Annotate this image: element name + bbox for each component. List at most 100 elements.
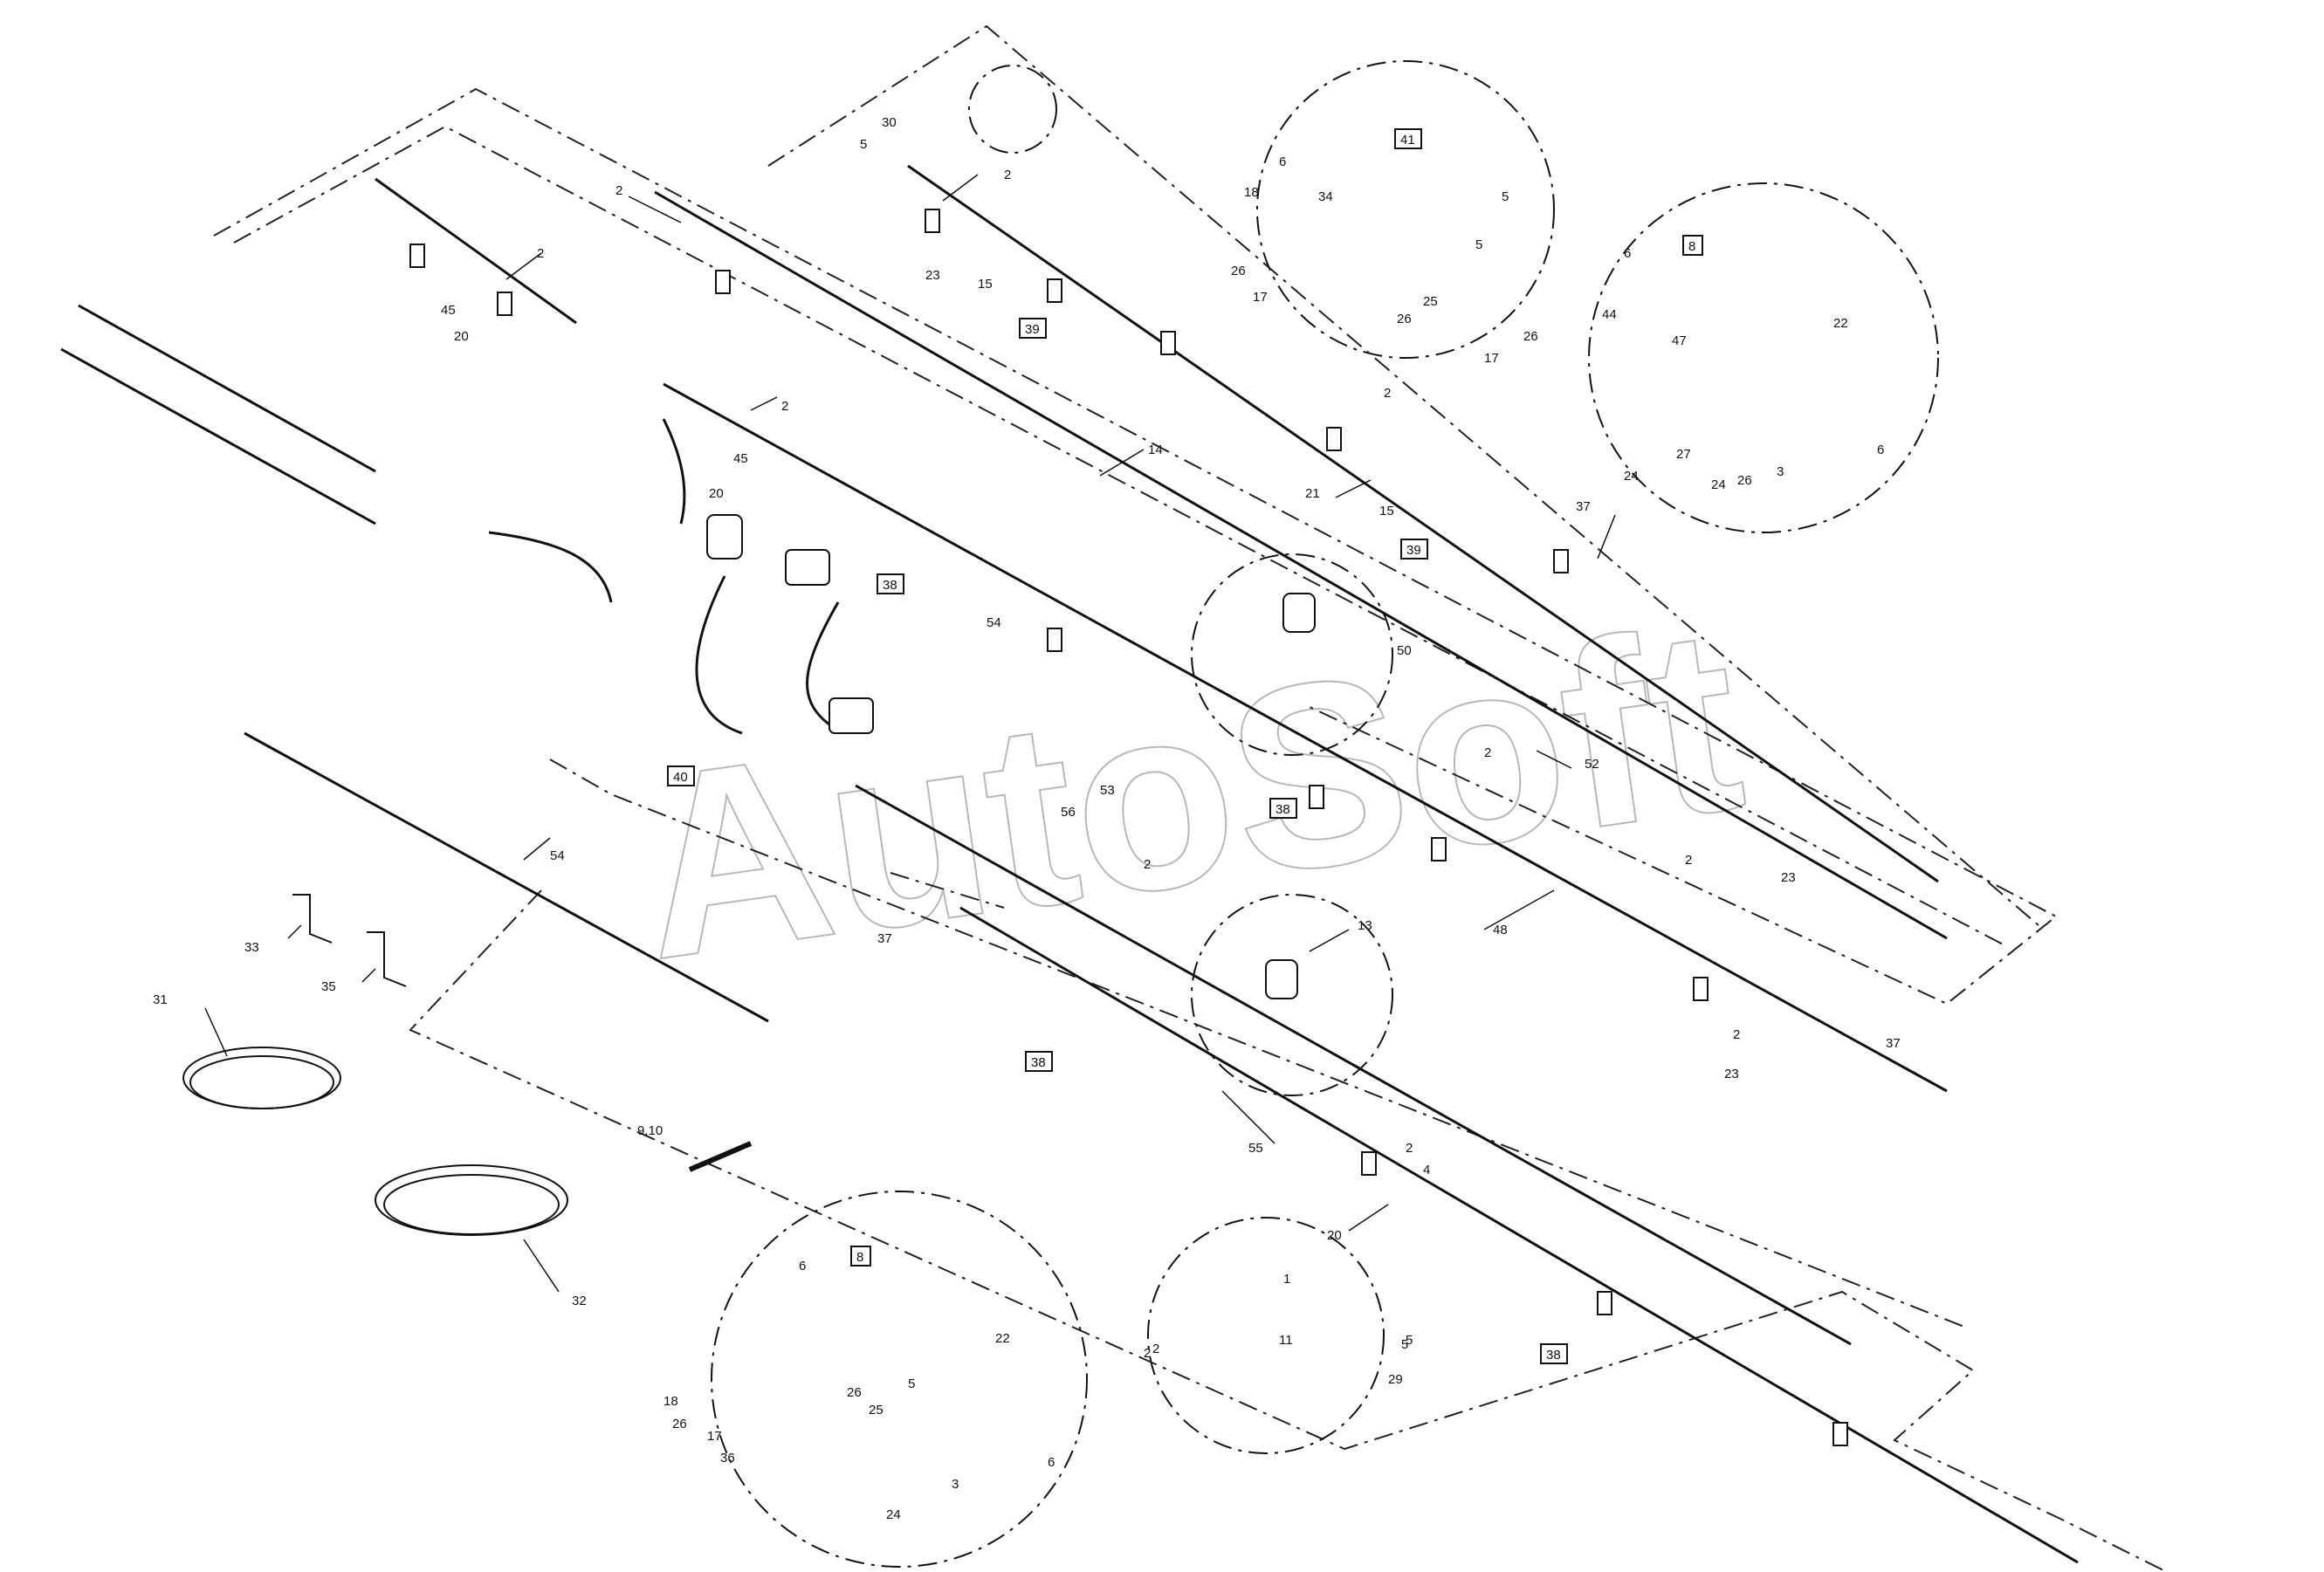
label-13: 13 [1358,918,1372,933]
label-17: 17 [707,1429,722,1444]
nozzle-body [1309,785,1324,809]
label-3: 3 [1777,464,1784,479]
pipe-row-4 [855,784,1852,1346]
nozzle-body [1160,331,1176,355]
label-53: 53 [1100,783,1115,798]
label-47: 47 [1672,333,1687,348]
label-24: 24 [1711,477,1726,492]
label-37: 37 [1886,1036,1901,1051]
label-52: 52 [1585,757,1599,772]
label-55: 55 [1248,1141,1263,1156]
boundary-outline-lower [409,889,2166,1572]
svg-text:39: 39 [1025,322,1040,337]
label-6: 6 [1877,443,1884,457]
svg-text:39: 39 [1406,543,1421,558]
boxed-label-8: 8 [850,1246,871,1267]
detail-circles [711,60,1939,1568]
pipe-left-b [60,347,376,525]
label-6: 6 [1048,1455,1055,1470]
label-2: 2 [1384,386,1391,401]
bracket-35 [367,931,407,987]
boxed-label-40: 40 [667,765,695,786]
pipe-loose-54 [244,731,769,1023]
label-3: 3 [952,1477,959,1492]
boxed-labels: 41 8 39 39 38 40 38 38 [667,128,1703,1364]
detail-circle-2 [1588,182,1939,533]
part-labels: 2 2 2 2 2 2 2 2 2 2 2 5 5 5 5 5 30 23 15… [153,115,1901,1522]
label-2: 2 [537,246,544,261]
label-23: 23 [1724,1067,1739,1081]
svg-text:38: 38 [1031,1055,1046,1070]
label-45: 45 [441,303,456,318]
label-35: 35 [321,979,336,994]
hose-c [806,601,840,726]
detail-circle-3 [711,1191,1088,1568]
detail-circle-4 [1147,1217,1385,1454]
valve-body [785,549,830,586]
label-37: 37 [877,931,892,946]
label-36: 36 [720,1451,735,1466]
nozzle-clusters [409,209,1848,1446]
spring-9-10 [688,1141,753,1172]
boom-pipes [60,164,2079,1564]
coil-31-inner [189,1055,334,1109]
svg-text:38: 38 [1275,802,1290,817]
nozzle-body [1597,1291,1612,1315]
nozzle-body [1361,1151,1377,1176]
label-5: 5 [1406,1333,1413,1348]
label-25: 25 [1423,294,1438,309]
boundary-outline-top [767,24,2039,926]
boundary-outlines [213,24,2166,1572]
label-2: 2 [1685,853,1692,868]
detail-circle-1 [1256,60,1555,359]
svg-text:40: 40 [673,770,688,785]
nozzle-body [925,209,940,233]
nozzle-body [497,292,512,316]
boxed-label-38: 38 [877,573,904,594]
label-2: 2 [1144,1346,1151,1361]
label-22: 22 [995,1331,1010,1346]
label-50: 50 [1397,643,1412,658]
label-32: 32 [572,1294,587,1308]
label-27: 27 [1676,447,1691,462]
label-2: 2 [1004,168,1011,182]
label-26: 26 [1397,312,1412,326]
valve-assemblies [706,514,1316,999]
nozzle-body [1326,427,1342,451]
label-24: 24 [1624,469,1639,484]
label-18: 18 [664,1394,678,1409]
label-45: 45 [733,451,748,466]
label-37: 37 [1576,499,1591,514]
svg-text:41: 41 [1400,133,1415,148]
label-5: 5 [1475,237,1482,252]
pipe-row-1 [654,190,1948,940]
loose-parts [182,894,753,1236]
label-15: 15 [978,277,993,292]
label-2: 2 [615,183,622,198]
detail-circle-lower-mid [1191,894,1393,1096]
label-48: 48 [1493,923,1508,937]
label-2: 2 [1484,745,1491,760]
label-21: 21 [1305,486,1320,501]
boxed-label-41: 41 [1394,128,1422,149]
boundary-outline-lower-inner [549,759,1965,1328]
pipe-row-5 [959,906,2079,1564]
label-23: 23 [925,268,940,283]
boxed-label-39: 39 [1400,539,1428,559]
label-26: 26 [1737,473,1752,488]
label-6: 6 [1624,246,1631,261]
detail-circle-small-top [968,65,1057,154]
boundary-outline-upper-inner [233,125,2009,948]
label-17: 17 [1484,351,1499,366]
label-22: 22 [1833,316,1848,331]
boxed-label-38: 38 [1025,1051,1053,1072]
svg-text:38: 38 [1546,1348,1561,1363]
label-31: 31 [153,992,168,1007]
nozzle-body [1431,837,1447,862]
label-2: 2 [1733,1027,1740,1042]
boxed-label-38: 38 [1540,1343,1568,1364]
pipe-row-2 [907,164,1939,883]
label-29: 29 [1388,1372,1403,1387]
nozzle-body [409,244,425,268]
